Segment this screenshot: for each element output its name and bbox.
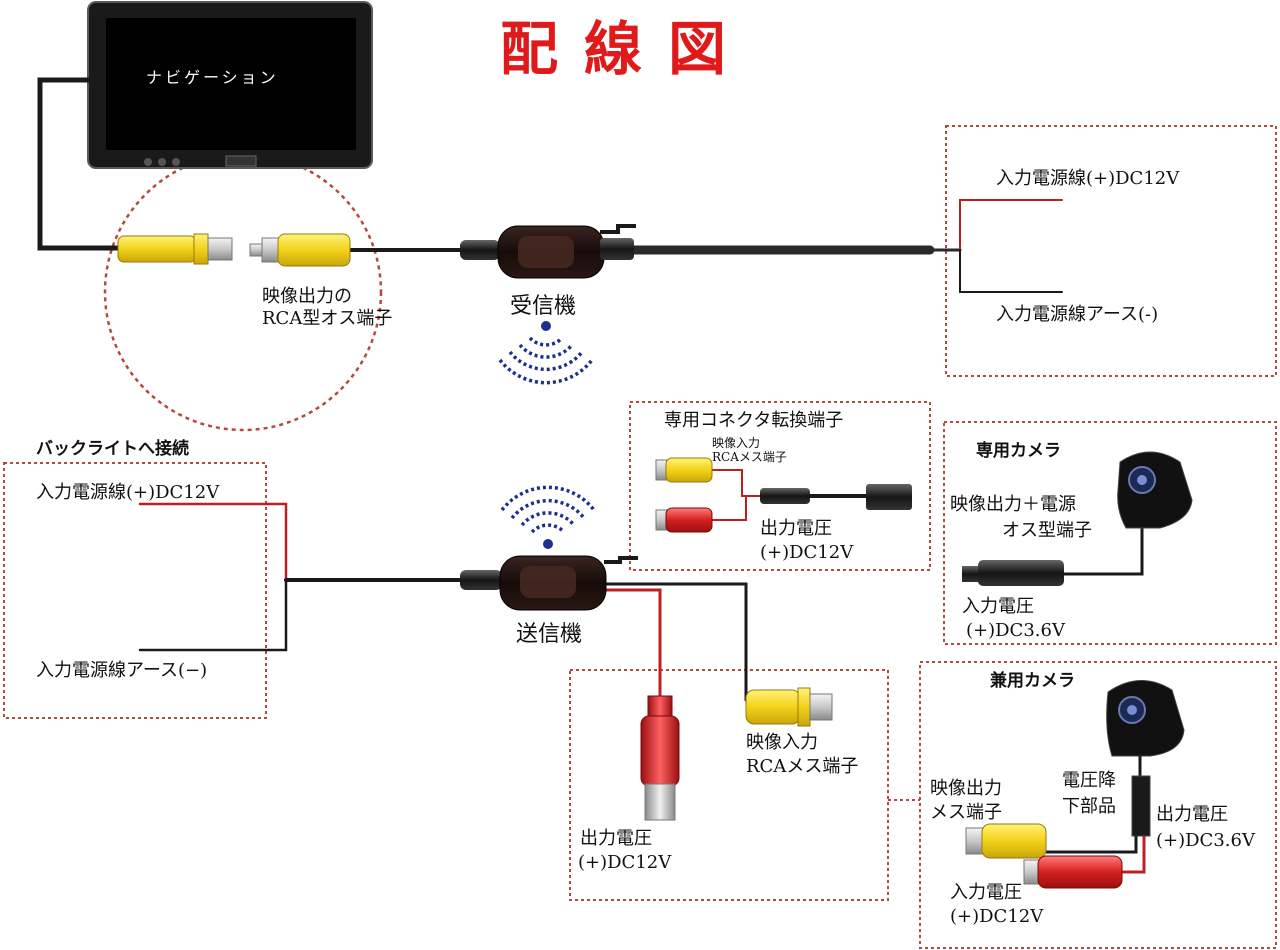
- adapter-small-label-1: 映像入力: [712, 436, 761, 450]
- dedicated-camera-in-voltage-line1: 入力電圧: [962, 596, 1034, 617]
- adapter-out-voltage-line2: (+)DC12V: [760, 542, 854, 563]
- video-input-label-line1: 映像入力: [746, 732, 818, 753]
- dedicated-camera-in-voltage-line2: (+)DC3.6V: [966, 620, 1065, 641]
- monitor-screen-text: ナビゲーション: [146, 68, 279, 87]
- shared-camera-out-voltage-line2: (+)DC3.6V: [1156, 830, 1255, 851]
- dedicated-camera-out-line1: 映像出力＋電源: [950, 494, 1076, 515]
- shared-camera-in-voltage-line2: (+)DC12V: [950, 906, 1044, 927]
- receiver-power-plus-label: 入力電源線(+)DC12V: [996, 168, 1180, 189]
- transmitter-yellow-rca: [745, 687, 833, 727]
- shared-camera-video-out-line2: メス端子: [930, 802, 1002, 823]
- step-down-label-line1: 電圧降: [1062, 770, 1116, 791]
- receiver-box: [460, 224, 636, 279]
- monitor-rca-female: [117, 233, 233, 265]
- shared-camera-frame: [919, 661, 1277, 949]
- shared-camera: [965, 680, 1185, 889]
- receiver-power-ground-label: 入力電源線アース(-): [996, 304, 1159, 325]
- receiver-power-frame: [945, 125, 1277, 377]
- shared-camera-in-voltage-line1: 入力電圧: [950, 882, 1022, 903]
- backlight-power-ground-label: 入力電源線アース(−): [36, 660, 208, 681]
- transmitter-box: [460, 555, 638, 611]
- dedicated-camera-out-line2: オス型端子: [1002, 520, 1092, 541]
- rca-output-label-line2: RCA型オス端子: [262, 308, 393, 329]
- monitor: [87, 1, 373, 169]
- transmitter-signal-icon: [500, 485, 596, 549]
- transmitter-out-voltage-line1: 出力電圧: [580, 828, 652, 849]
- backlight-power-plus-label: 入力電源線(+)DC12V: [36, 482, 220, 503]
- transmitter-red-rca: [640, 695, 680, 821]
- rca-output-label-line1: 映像出力の: [262, 286, 352, 307]
- video-input-label-line2: RCAメス端子: [746, 756, 859, 777]
- backlight-title: バックライトへ接続: [36, 439, 189, 459]
- step-down-label-line2: 下部品: [1062, 796, 1116, 817]
- receiver-signal-icon: [498, 321, 594, 385]
- dedicated-camera-frame: [943, 421, 1277, 645]
- transmitter-output-frame: [569, 669, 889, 901]
- adapter-out-voltage-line1: 出力電圧: [760, 518, 832, 539]
- page-title: 配線図: [500, 15, 753, 83]
- receiver-label: 受信機: [510, 294, 577, 319]
- shared-camera-out-voltage-line1: 出力電圧: [1156, 804, 1228, 825]
- dedicated-camera-title: 専用カメラ: [976, 441, 1061, 461]
- dedicated-camera: [962, 451, 1193, 586]
- adapter-small-label-2: RCAメス端子: [712, 450, 787, 464]
- receiver-rca-male: [249, 233, 351, 267]
- dotted-frames: [3, 125, 1277, 949]
- adapter-cable: [655, 457, 912, 533]
- transmitter-out-voltage-line2: (+)DC12V: [578, 852, 672, 873]
- transmitter-label: 送信機: [516, 622, 583, 647]
- adapter-frame: [629, 401, 931, 571]
- shared-camera-video-out-line1: 映像出力: [930, 778, 1002, 799]
- backlight-frame: [3, 462, 267, 719]
- adapter-title: 専用コネクタ転換端子: [664, 410, 844, 431]
- shared-camera-title: 兼用カメラ: [990, 671, 1075, 691]
- transmitter-wires: [138, 502, 748, 702]
